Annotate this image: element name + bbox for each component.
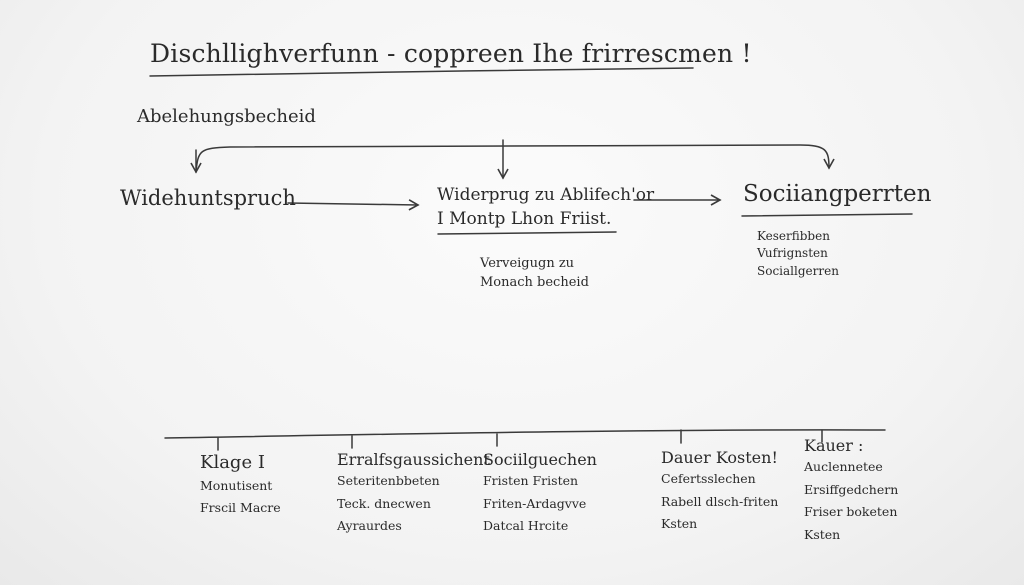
timeline-item-line: Ksten [661,516,698,531]
timeline-item-line: Ksten [804,526,841,542]
node-right-list-item: Keserfibben [757,229,830,243]
node-middle: Widerprug zu Ablifech'or I Montp Lhon Fr… [437,184,654,232]
timeline-item-line: Monutisent [200,477,273,493]
timeline-item-line: Teck. dnecwen [337,495,431,511]
timeline-item-5: Kauer : Auclennetee Ersiffgedchern Frise… [804,436,898,546]
timeline-item-line: Datcal Hrcite [483,518,569,533]
root-node-label: Abelehungsbecheid [137,106,316,127]
timeline-item-line: Friten-Ardagvve [483,495,587,511]
node-right-list-item: Sociallgerren [757,263,839,278]
middle-node-underline [437,231,617,235]
timeline-item-3: Sociilguechen Fristen Fristen Friten-Ard… [483,450,597,538]
node-middle-note: Verveigugn zu Monach becheid [480,255,589,293]
branch-connector [195,144,835,173]
timeline-item-line: Rabell dlsch-friten [661,493,779,509]
timeline-axis [164,429,886,439]
node-right-list: Keserfibben Vufrignsten Sociallgerren [757,228,839,280]
node-widerspruch: Widehuntspruch [120,186,296,210]
timeline-item-title: Erralfsgaussichent [337,450,490,469]
timeline-item-2: Erralfsgaussichent Seteritenbbeten Teck.… [337,450,490,538]
timeline-item-line: Frscil Macre [200,500,281,515]
node-right: Sociiangperrten [743,181,932,207]
timeline-item-line: Ayraurdes [337,518,402,533]
node-middle-note-line: Monach becheid [480,274,589,290]
timeline-item-title: Dauer Kosten! [661,448,778,467]
timeline-item-line: Ersiffgedchern [804,481,899,497]
node-middle-line-1: Widerprug zu Ablifech'or [437,185,655,205]
timeline-item-title: Klage I [200,452,265,473]
node-right-list-item: Vufrignsten [757,246,828,261]
timeline-item-title: Kauer : [804,436,864,455]
timeline-item-line: Cefertsslechen [661,471,756,486]
timeline-item-title: Sociilguechen [483,450,597,469]
timeline-item-1: Klage I Monutisent Frscil Macre [200,452,281,520]
flow-arrow-1 [287,199,420,211]
timeline-item-line: Seteritenbbeten [337,473,440,488]
timeline-item-line: Friser boketen [804,504,898,519]
node-middle-note-line: Verveigugn zu [480,256,575,271]
right-node-underline [741,213,913,217]
node-middle-line-2: I Montp Lhon Friist. [437,208,612,229]
page-title: Dischllighverfunn - coppreen Ihe frirres… [150,39,752,68]
timeline-item-4: Dauer Kosten! Cefertsslechen Rabell dlsc… [661,448,778,536]
title-underline [149,67,694,77]
timeline-item-line: Auclennetee [804,459,883,474]
timeline-item-line: Fristen Fristen [483,473,579,488]
